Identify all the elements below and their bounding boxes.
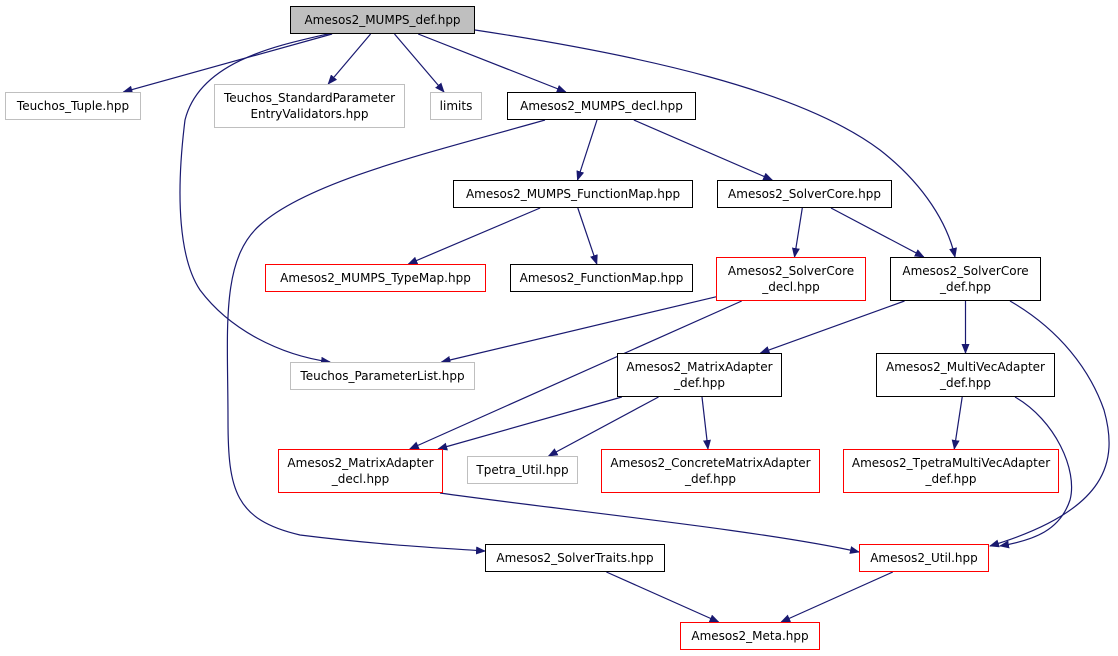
node-solvercore[interactable]: Amesos2_SolverCore.hpp bbox=[717, 180, 892, 208]
node-label-line: _def.hpp bbox=[684, 472, 736, 486]
edge-solvercore-decl-to-paramlist bbox=[440, 296, 717, 364]
node-label-line: Amesos2_SolverTraits.hpp bbox=[496, 551, 654, 565]
node-label-line: Amesos2_MultiVecAdapter bbox=[886, 360, 1045, 374]
node-matrixadapter-decl[interactable]: Amesos2_MatrixAdapter _decl.hpp bbox=[278, 449, 443, 493]
node-label-line: Tpetra_Util.hpp bbox=[476, 463, 569, 477]
node-meta[interactable]: Amesos2_Meta.hpp bbox=[680, 622, 820, 650]
edge-mumps-decl-to-solvercore bbox=[633, 119, 774, 181]
node-solvertraits[interactable]: Amesos2_SolverTraits.hpp bbox=[485, 544, 665, 572]
node-util[interactable]: Amesos2_Util.hpp bbox=[859, 544, 989, 572]
node-limits: limits bbox=[430, 92, 482, 120]
edge-mumps-def-to-mumps-decl bbox=[417, 33, 567, 93]
edge-util-to-meta bbox=[780, 571, 894, 623]
edge-mumps-def-to-std-param bbox=[327, 33, 372, 85]
edge-mumps-decl-to-mumps-funcmap bbox=[576, 119, 598, 181]
node-mumps-decl[interactable]: Amesos2_MUMPS_decl.hpp bbox=[507, 92, 696, 120]
node-label-line: Amesos2_MUMPS_FunctionMap.hpp bbox=[465, 187, 681, 201]
node-label-line: Amesos2_MUMPS_decl.hpp bbox=[520, 99, 683, 113]
edge-matrixadapter-def-to-concrete-matrixadapter bbox=[701, 396, 711, 450]
node-tpetra-util: Tpetra_Util.hpp bbox=[467, 456, 578, 484]
node-label-line: Teuchos_Tuple.hpp bbox=[16, 99, 130, 113]
node-label-line: Amesos2_MUMPS_TypeMap.hpp bbox=[280, 271, 471, 285]
edge-solvercore-def-to-util bbox=[989, 300, 1110, 548]
edge-solvercore-decl-to-matrixadapter-decl bbox=[408, 300, 742, 450]
edge-matrixadapter-def-to-matrixadapter-decl bbox=[437, 396, 622, 451]
node-multivecadapter-def[interactable]: Amesos2_MultiVecAdapter _def.hpp bbox=[876, 353, 1055, 397]
node-solvercore-decl[interactable]: Amesos2_SolverCore _decl.hpp bbox=[716, 257, 866, 301]
edge-mumps-def-to-solvercore-def bbox=[474, 29, 957, 258]
node-mumps-def: Amesos2_MUMPS_def.hpp bbox=[290, 6, 475, 34]
edge-mumps-funcmap-to-mumps-typemap bbox=[407, 207, 541, 265]
node-tpetra-multivecadapter[interactable]: Amesos2_TpetraMultiVecAdapter _def.hpp bbox=[843, 449, 1059, 493]
edge-mumps-funcmap-to-funcmap bbox=[577, 207, 598, 265]
edge-mumps-decl-to-solvertraits bbox=[226, 119, 546, 555]
node-label-line: Amesos2_SolverCore bbox=[727, 264, 855, 278]
node-matrixadapter-def[interactable]: Amesos2_MatrixAdapter _def.hpp bbox=[617, 353, 782, 397]
node-label-line: _def.hpp bbox=[925, 472, 977, 486]
node-label-line: Amesos2_TpetraMultiVecAdapter bbox=[851, 456, 1051, 470]
node-label-line: limits bbox=[439, 99, 473, 113]
node-label-line: Teuchos_ParameterList.hpp bbox=[300, 369, 465, 383]
node-concrete-matrixadapter[interactable]: Amesos2_ConcreteMatrixAdapter _def.hpp bbox=[601, 449, 820, 493]
node-label-line: _def.hpp bbox=[939, 280, 991, 294]
node-tuple: Teuchos_Tuple.hpp bbox=[5, 92, 141, 120]
node-label-line: Amesos2_Util.hpp bbox=[870, 551, 978, 565]
edge-solvercore-def-to-matrixadapter-def bbox=[759, 300, 905, 354]
node-label-line: _decl.hpp bbox=[331, 472, 390, 486]
node-mumps-funcmap[interactable]: Amesos2_MUMPS_FunctionMap.hpp bbox=[453, 180, 693, 208]
node-label-line: Amesos2_MatrixAdapter bbox=[287, 456, 434, 470]
node-label-line: EntryValidators.hpp bbox=[250, 107, 369, 121]
node-label-line: Amesos2_SolverCore.hpp bbox=[728, 187, 881, 201]
node-label-line: Amesos2_FunctionMap.hpp bbox=[519, 271, 684, 285]
node-label-line: Amesos2_SolverCore bbox=[902, 264, 1029, 278]
node-solvercore-def[interactable]: Amesos2_SolverCore _def.hpp bbox=[890, 257, 1041, 301]
edge-matrixadapter-def-to-tpetra-util bbox=[547, 396, 659, 457]
edge-solvercore-to-solvercore-def bbox=[830, 207, 925, 258]
edge-multivecadapter-def-to-tpetra-multivecadapter bbox=[951, 396, 963, 450]
node-label-line: Amesos2_Meta.hpp bbox=[691, 629, 809, 643]
edge-mumps-def-to-limits bbox=[394, 33, 445, 93]
node-funcmap[interactable]: Amesos2_FunctionMap.hpp bbox=[510, 264, 693, 292]
node-label-line: Amesos2_MatrixAdapter bbox=[626, 360, 773, 374]
node-label-line: _decl.hpp bbox=[762, 280, 820, 294]
edge-mumps-def-to-paramlist bbox=[179, 32, 333, 365]
edge-matrixadapter-decl-to-util bbox=[439, 492, 860, 554]
node-label-line: Amesos2_MUMPS_def.hpp bbox=[304, 13, 461, 27]
edge-solvertraits-to-meta bbox=[606, 571, 720, 623]
edge-solvercore-to-solvercore-decl bbox=[791, 207, 803, 258]
edge-mumps-def-to-tuple bbox=[122, 33, 333, 94]
edge-multivecadapter-def-to-util bbox=[999, 396, 1073, 549]
node-mumps-typemap[interactable]: Amesos2_MUMPS_TypeMap.hpp bbox=[265, 264, 486, 292]
node-label-line: _def.hpp bbox=[673, 376, 725, 390]
node-label-line: Teuchos_StandardParameter bbox=[223, 91, 396, 105]
node-paramlist: Teuchos_ParameterList.hpp bbox=[290, 362, 475, 390]
node-label-line: Amesos2_ConcreteMatrixAdapter bbox=[610, 456, 811, 470]
node-label-line: _def.hpp bbox=[939, 376, 991, 390]
